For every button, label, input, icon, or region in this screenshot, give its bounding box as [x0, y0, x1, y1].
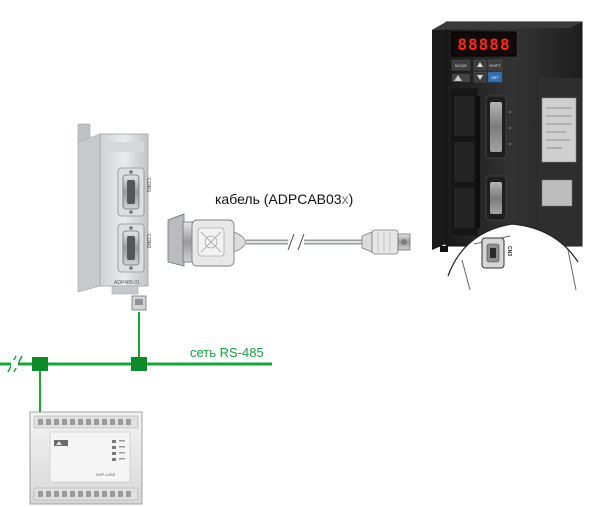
drive-shift-button [487, 59, 503, 71]
db9-plug [167, 213, 185, 267]
drive-logo [452, 74, 470, 82]
db9-port-com1 [117, 167, 145, 217]
cable-label: кабель (ADPCAB03x) [215, 191, 353, 207]
plc-logo [54, 440, 68, 446]
converter-port-com2-text: COM2 [145, 234, 151, 249]
network-node-plc [32, 357, 48, 371]
cable-break-mark [297, 233, 305, 251]
drive-label-plate [541, 97, 577, 163]
adp485-converter: COM1 COM2 ADP485-01 [77, 123, 151, 311]
programming-cable [167, 213, 411, 267]
drive-mode-button [451, 59, 471, 71]
db9-port-com2 [117, 223, 145, 273]
cable-break-mark [287, 233, 295, 251]
mini-plug [361, 231, 373, 253]
drive-display-digits: 88888 [457, 35, 510, 54]
cable-label-close: ) [348, 191, 354, 207]
converter-model-text: ADP485-01 [114, 280, 140, 286]
plc-model-text: DVP-14SS [96, 472, 116, 477]
down-arrow-icon [477, 75, 483, 80]
drive-shift-button-label: SHIFT [489, 63, 501, 68]
drive-set-button [487, 71, 503, 83]
network-label: сеть RS-485 [190, 345, 264, 360]
drive-side [432, 22, 446, 250]
up-arrow-icon [477, 62, 483, 67]
plc-top-terminals [38, 419, 131, 425]
plc-controller: DVP-14SS [29, 411, 143, 505]
cn3-port-label: CN3 [506, 246, 512, 256]
drive-set-button-label: SET [491, 75, 499, 80]
drive-mode-button-label: MODE [455, 63, 467, 68]
servo-drive: 88888 MODE SHIFT SET [432, 21, 583, 252]
delta-logo-icon [56, 441, 62, 445]
cn3-magnifier: CN3 [447, 223, 579, 291]
cable-label-prefix: кабель (ADPCAB03 [215, 191, 342, 207]
drive-display [451, 31, 517, 57]
cable-label-suffix: x [341, 191, 349, 207]
plc-status-leds [112, 440, 125, 461]
rs485-network [0, 312, 272, 412]
plc-bottom-terminals [38, 491, 131, 497]
magnifier-outline [447, 223, 579, 277]
converter-port-com1-text: COM1 [145, 178, 151, 193]
network-node-converter [131, 357, 147, 371]
delta-logo-icon [454, 75, 462, 81]
